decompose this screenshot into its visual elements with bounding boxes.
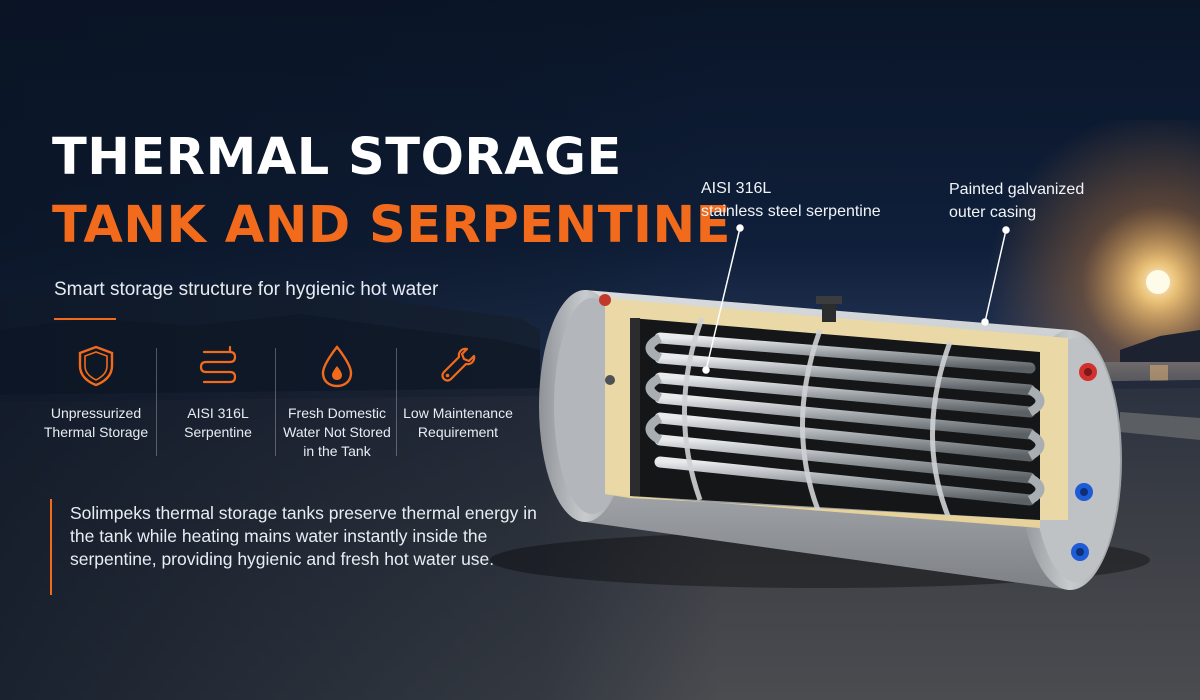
- serpentine-coil-icon: [199, 345, 237, 384]
- feature-divider: [396, 348, 397, 456]
- title-line-1: THERMAL STORAGE: [52, 128, 622, 187]
- serpentine-leader-line: [705, 227, 741, 371]
- wrench-icon: [441, 347, 476, 382]
- feature-low-maintenance: Low Maintenance Requirement: [398, 344, 518, 442]
- feature-divider: [156, 348, 157, 456]
- feature-label: Fresh Domestic Water Not Stored in the T…: [283, 405, 391, 459]
- description-accent-bar: [50, 499, 52, 595]
- subtitle-underline: [54, 318, 116, 320]
- feature-unpressurized: Unpressurized Thermal Storage: [36, 344, 156, 442]
- callout-serpentine: AISI 316L stainless steel serpentine: [701, 180, 881, 220]
- feature-serpentine: AISI 316L Serpentine: [158, 344, 278, 442]
- description-text: Solimpeks thermal storage tanks preserve…: [70, 503, 537, 569]
- feature-divider: [275, 348, 276, 456]
- callout-casing: Painted galvanized outer casing: [949, 181, 1085, 221]
- shield-icon: [78, 345, 114, 387]
- water-drop-icon: [321, 345, 353, 388]
- feature-label: AISI 316L Serpentine: [184, 405, 252, 440]
- title-line-2: TANK AND SERPENTINE: [52, 196, 732, 255]
- casing-leader-line: [984, 229, 1007, 323]
- feature-label: Low Maintenance Requirement: [403, 405, 513, 440]
- feature-fresh-water: Fresh Domestic Water Not Stored in the T…: [277, 344, 397, 461]
- feature-label: Unpressurized Thermal Storage: [43, 405, 149, 440]
- tank-illustration: [490, 290, 1150, 590]
- casing-leader-dot: [1002, 226, 1010, 234]
- subtitle: Smart storage structure for hygienic hot…: [54, 279, 439, 300]
- serpentine-leader-dot: [736, 224, 744, 232]
